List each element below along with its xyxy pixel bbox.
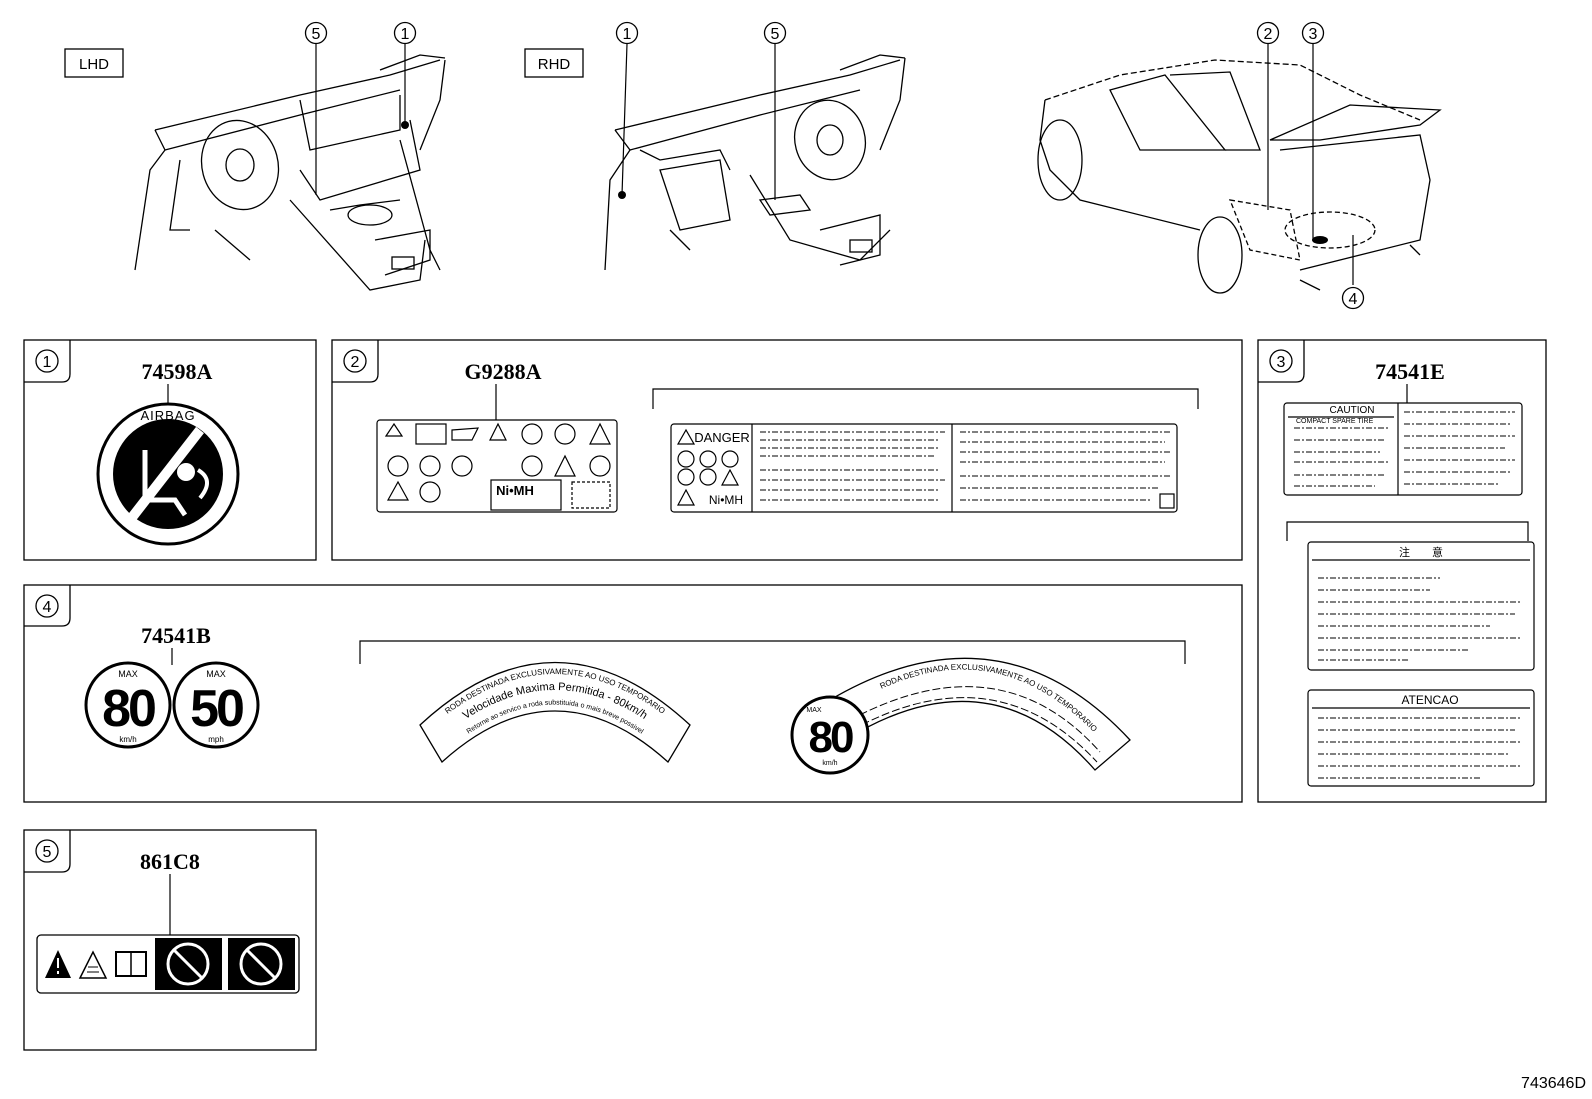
panel-5-num: 5 [43,844,52,861]
panel-1-num: 1 [43,354,52,371]
lhd-view: LHD 5 1 [64,21,446,291]
airbag-text: AIRBAG [140,408,195,423]
panel-2: 2 G9288A Ni•MH [331,339,1243,561]
diagram-id: 743646D [1521,1075,1586,1092]
chinese-caution-label [1307,541,1535,671]
danger-text: DANGER [694,430,750,445]
rear-callout-2: 2 [1264,26,1273,43]
rhd-tag: RHD [538,56,571,73]
caution-sub: COMPACT SPARE TIRE [1296,418,1374,425]
panel-4-part: 74541B [141,623,211,648]
atencao-text: ATENCAO [1401,693,1458,707]
rhd-callout-1: 1 [623,26,632,43]
chinese-caution-text: 注 意 [1399,545,1443,559]
unit-kmh: km/h [119,735,136,744]
panel-5: 5 861C8 [23,829,317,1051]
panel-3-part: 74541E [1375,359,1445,384]
arc2-unit: km/h [822,760,837,767]
battery-nimh-large: Ni•MH [709,493,743,507]
rhd-callout-5: 5 [771,26,780,43]
arc2-max: MAX [806,707,822,714]
arc-label-2: RODA DESTINADA EXCLUSIVAMENTE AO USO TEM… [790,657,1131,775]
seat-warning-label [36,934,300,994]
panel-2-num: 2 [351,354,360,371]
lhd-callout-1: 1 [401,26,410,43]
rhd-view: RHD 1 5 [524,21,906,271]
caution-label [1283,402,1523,496]
caution-text: CAUTION [1330,405,1375,416]
unit-mph: mph [208,735,224,744]
panel-1: 1 74598A AIRBAG [23,339,317,561]
speed-limit-label [84,661,260,749]
speed-50: 50 [190,680,243,738]
rear-car-drawing [1037,59,1442,294]
panel-1-part: 74598A [142,359,213,384]
panel-2-part: G9288A [465,359,542,384]
atencao-label [1307,689,1535,787]
rear-callout-3: 3 [1309,26,1318,43]
speed-80: 80 [102,680,155,738]
lhd-tag-box [64,48,124,78]
panel-3: 3 74541E CAUTION COMPACT SPARE TIRE [1257,339,1547,803]
lhd-tag: LHD [79,56,109,73]
panel-5-part: 861C8 [140,849,200,874]
lhd-callout-5: 5 [312,26,321,43]
panel-4: 4 74541B MAX 80 km/h MAX 50 mph RODA DES… [23,584,1243,803]
rear-callout-4: 4 [1349,291,1358,308]
rhd-dashboard-drawing [604,54,906,271]
battery-nimh: Ni•MH [496,483,534,498]
rear-car-view: 2 3 4 [1037,21,1442,310]
battery-label-small [376,419,618,513]
lhd-dashboard-drawing [134,54,446,291]
airbag-warning-label: AIRBAG [96,402,240,546]
battery-label-large [670,423,1178,513]
max-80: MAX [118,669,138,679]
max-50: MAX [206,669,226,679]
arc2-speed: 80 [809,713,853,762]
panel-4-num: 4 [43,599,52,616]
rhd-tag-box [524,48,584,78]
panel-3-num: 3 [1277,354,1286,371]
